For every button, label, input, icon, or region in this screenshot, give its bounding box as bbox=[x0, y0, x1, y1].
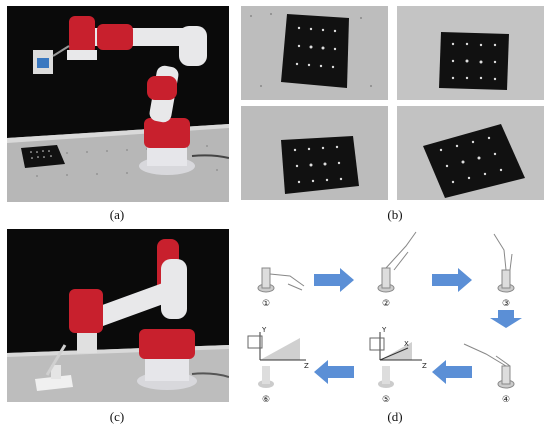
caption-a: (a) bbox=[109, 207, 125, 222]
right-arrow-icon bbox=[314, 268, 354, 292]
photo-board-3 bbox=[241, 106, 388, 200]
axis-label-z: Z bbox=[422, 362, 427, 370]
robot-step-5 bbox=[369, 332, 422, 388]
step-number: ① bbox=[262, 299, 270, 309]
down-arrow-icon bbox=[490, 310, 522, 328]
axis-label-z: Z bbox=[304, 362, 309, 370]
step-number: ② bbox=[382, 299, 390, 309]
robot-step-4 bbox=[463, 343, 515, 389]
caption-d: (d) bbox=[387, 409, 403, 424]
robot-step-6 bbox=[247, 332, 306, 388]
axis-label-y: Y bbox=[261, 326, 267, 334]
photo-board-1 bbox=[241, 6, 388, 100]
step-number: ③ bbox=[502, 299, 510, 309]
step-number: ⑥ bbox=[262, 395, 270, 405]
robot-step-2 bbox=[377, 231, 417, 293]
robot-step-3 bbox=[493, 233, 515, 293]
left-arrow-icon bbox=[314, 360, 354, 384]
axis-label-y: Y bbox=[381, 326, 387, 334]
photo-board-2 bbox=[397, 6, 544, 100]
caption-b: (b) bbox=[387, 207, 403, 222]
calibration-procedure-diagram: ① ② ③ ④ ⑤ ⑥ Y X Z Y Z bbox=[236, 226, 550, 406]
photo-board-4 bbox=[397, 106, 544, 200]
robot-step-1 bbox=[257, 267, 305, 293]
photo-robot-calibration bbox=[7, 6, 229, 202]
axis-label-x: X bbox=[404, 340, 409, 348]
step-number: ④ bbox=[502, 395, 510, 405]
left-arrow-icon bbox=[432, 360, 472, 384]
caption-c: (c) bbox=[109, 409, 125, 424]
photo-robot-tool bbox=[7, 229, 229, 402]
step-number: ⑤ bbox=[382, 395, 390, 405]
right-arrow-icon bbox=[432, 268, 472, 292]
